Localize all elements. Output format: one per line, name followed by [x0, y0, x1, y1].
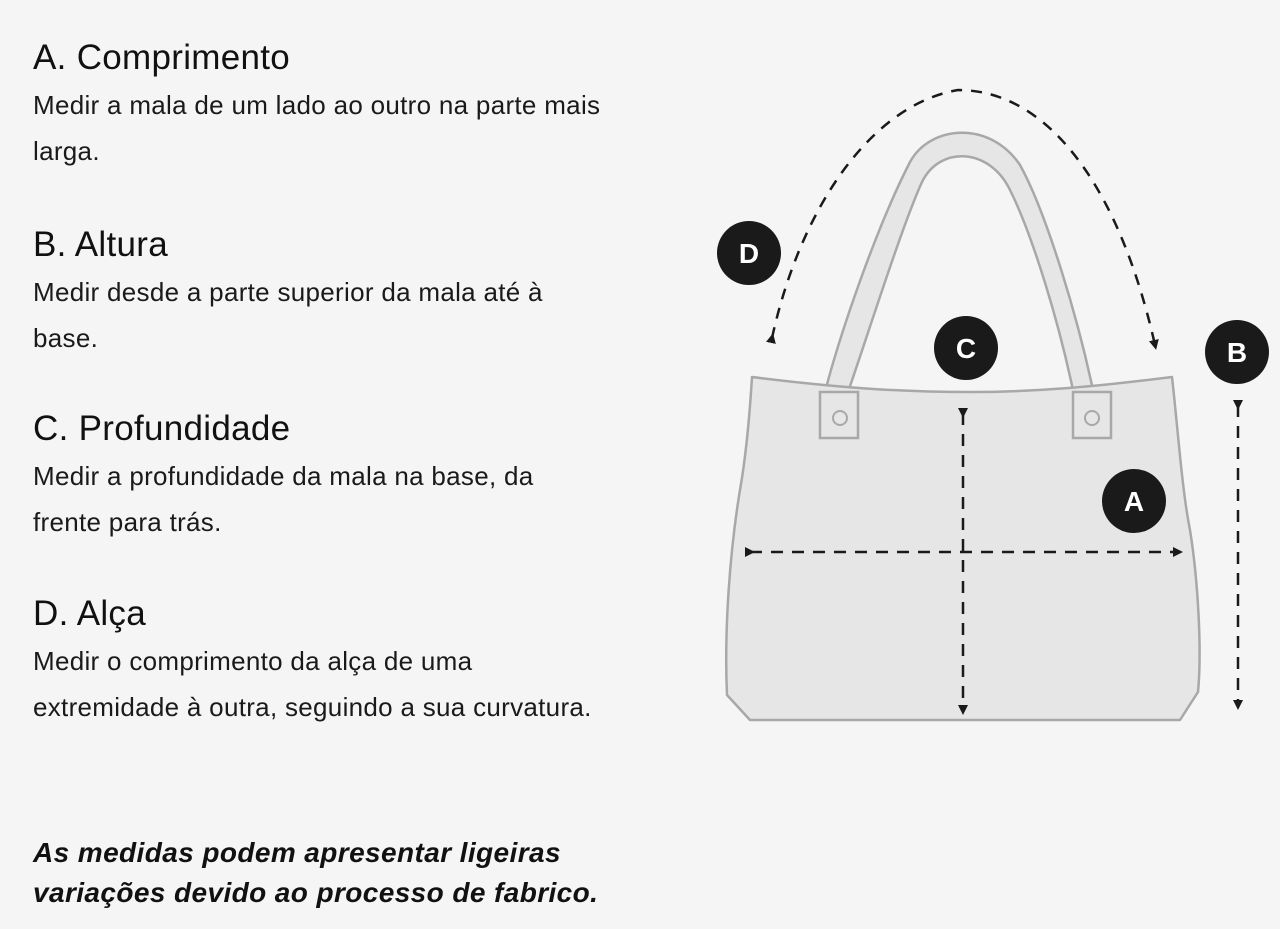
- measurement-handle: D. Alça Medir o comprimento da alça de u…: [33, 594, 753, 730]
- measurement-title-height: B. Altura: [33, 225, 168, 264]
- badge-b: B: [1205, 320, 1269, 384]
- measurement-title-depth: C. Profundidade: [33, 409, 291, 448]
- description-line: base.: [33, 323, 99, 353]
- description-line: Medir a profundidade da mala na base, da: [33, 461, 534, 491]
- measurement-depth: C. Profundidade Medir a profundidade da …: [33, 409, 753, 545]
- handle-arrow: [766, 88, 1159, 350]
- description-line: extremidade à outra, seguindo a sua curv…: [33, 692, 592, 722]
- handle-tab-left: [818, 390, 860, 440]
- measurement-description-depth: Medir a profundidade da mala na base, da…: [33, 453, 753, 545]
- handle-rivet-right: [1084, 410, 1100, 426]
- description-line: Medir o comprimento da alça de uma: [33, 646, 473, 676]
- measurement-height: B. Altura Medir desde a parte superior d…: [33, 225, 753, 361]
- measurement-title-handle: D. Alça: [33, 594, 146, 633]
- measurement-disclaimer: As medidas podem apresentar ligeiras var…: [33, 833, 753, 913]
- badge-b-label: B: [1227, 337, 1247, 368]
- badge-a-label: A: [1124, 486, 1144, 517]
- disclaimer-line: As medidas podem apresentar ligeiras: [33, 837, 561, 868]
- badge-d: D: [717, 221, 781, 285]
- disclaimer-line: variações devido ao processo de fabrico.: [33, 877, 599, 908]
- description-line: frente para trás.: [33, 507, 222, 537]
- measurement-description-handle: Medir o comprimento da alça de uma extre…: [33, 638, 753, 730]
- measurement-title-length: A. Comprimento: [33, 38, 291, 77]
- bag-diagram-svg: D C B A: [717, 88, 1269, 722]
- badge-c: C: [934, 316, 998, 380]
- badge-a: A: [1102, 469, 1166, 533]
- badge-c-label: C: [956, 333, 976, 364]
- measurement-description-height: Medir desde a parte superior da mala até…: [33, 269, 753, 361]
- handle-rivet-left: [832, 410, 848, 426]
- badge-d-label: D: [739, 238, 759, 269]
- bag-measurement-diagram: D C B A: [700, 70, 1280, 740]
- measurement-description-length: Medir a mala de um lado ao outro na part…: [33, 82, 753, 174]
- description-line: Medir desde a parte superior da mala até…: [33, 277, 543, 307]
- description-line: Medir a mala de um lado ao outro na part…: [33, 90, 601, 120]
- description-line: larga.: [33, 136, 100, 166]
- measurement-length: A. Comprimento Medir a mala de um lado a…: [33, 38, 753, 174]
